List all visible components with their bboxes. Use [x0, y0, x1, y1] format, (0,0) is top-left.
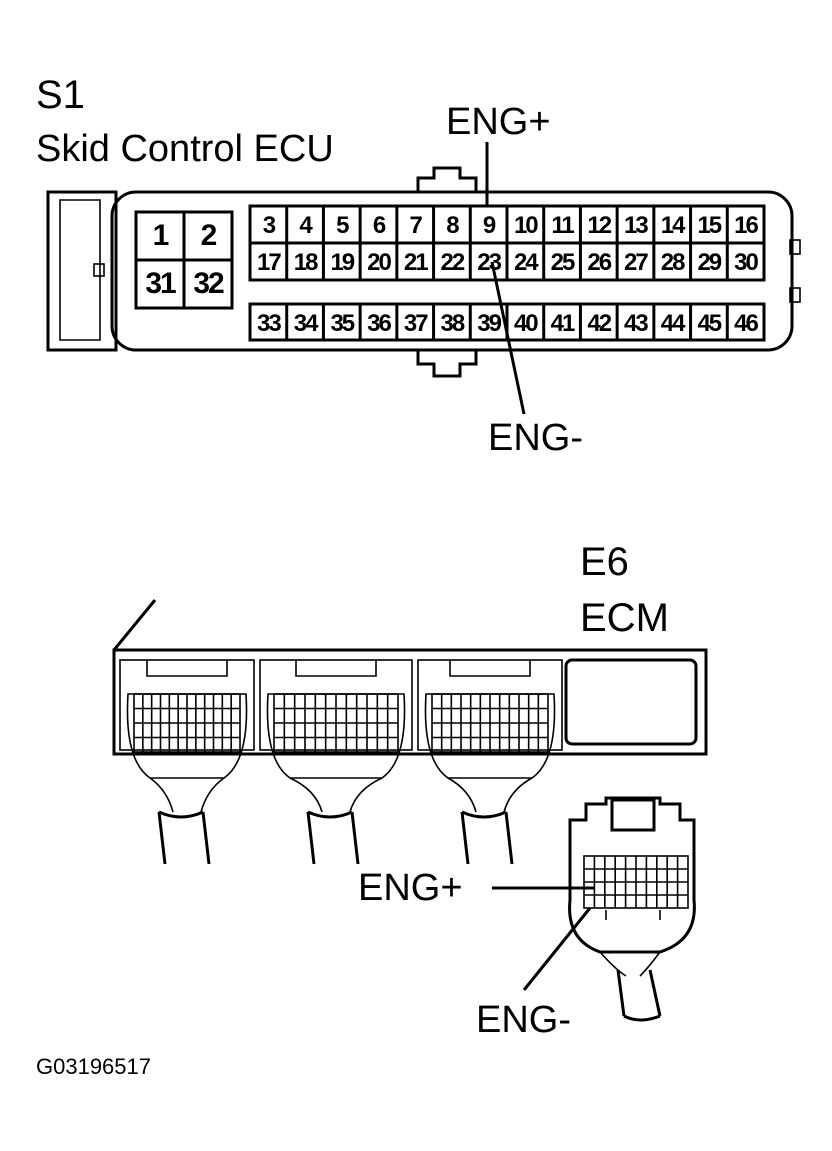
s1-pin-25: 25 [551, 249, 575, 276]
s1-pin-42: 42 [587, 310, 611, 337]
s1-pin-11: 11 [551, 212, 574, 239]
s1-pin-13: 13 [624, 212, 648, 239]
s1-pin-43: 43 [624, 310, 648, 337]
s1-eng-minus-leader [490, 261, 526, 415]
s1-pin-35: 35 [330, 310, 354, 337]
s1-pin-29: 29 [697, 249, 721, 276]
figure-id: G03196517 [36, 1054, 151, 1079]
s1-pin-19: 19 [330, 249, 354, 276]
s1-code: S1 [36, 73, 85, 117]
s1-pin-5: 5 [336, 212, 349, 239]
s1-pin-32: 32 [193, 267, 224, 300]
e6-eng-minus-label: ENG- [476, 999, 571, 1041]
s1-eng-plus-label: ENG+ [446, 101, 551, 143]
s1-pin-28: 28 [661, 249, 685, 276]
s1-pin-12: 12 [587, 212, 611, 239]
s1-pin-26: 26 [587, 249, 611, 276]
s1-pin-41: 41 [551, 310, 575, 337]
e6-ecm-body [112, 599, 708, 756]
s1-pin-3: 3 [263, 212, 276, 239]
s1-pin-45: 45 [697, 310, 721, 337]
s1-pin-7: 7 [410, 212, 423, 239]
s1-pin-16: 16 [734, 212, 758, 239]
ecm-connector-2 [259, 659, 413, 865]
s1-pin-6: 6 [373, 212, 386, 239]
s1-pin-46: 46 [734, 310, 758, 337]
s1-pin-34: 34 [294, 310, 319, 337]
s1-pin-1: 1 [153, 219, 169, 252]
s1-pin-23: 23 [477, 249, 501, 276]
s1-pin-37: 37 [404, 310, 428, 337]
s1-pin-20: 20 [367, 249, 391, 276]
e6-eng-plus-label: ENG+ [358, 867, 463, 909]
s1-pin-8: 8 [446, 212, 459, 239]
s1-pin-14: 14 [661, 212, 686, 239]
s1-name: Skid Control ECU [36, 128, 334, 170]
s1-pin-30: 30 [734, 249, 758, 276]
ecm-connector-1 [119, 659, 255, 865]
s1-pin-21: 21 [404, 249, 428, 276]
s1-pin-36: 36 [367, 310, 391, 337]
s1-pin-22: 22 [441, 249, 465, 276]
e6-ecm-connectors [119, 659, 563, 865]
s1-pin-4: 4 [299, 212, 313, 239]
s1-eng-minus-label: ENG- [488, 417, 583, 459]
s1-pin-39: 39 [477, 310, 501, 337]
s1-pin-18: 18 [294, 249, 318, 276]
s1-connector: 1 2 31 32 3 4 5 6 7 8 9 10 11 12 13 14 1… [46, 166, 801, 378]
s1-pin-31: 31 [145, 267, 176, 300]
e6-eng-minus-leader [522, 907, 592, 991]
s1-pin-24: 24 [514, 249, 539, 276]
s1-pin-17: 17 [257, 249, 281, 276]
e6-name: ECM [580, 596, 669, 640]
s1-pin-44: 44 [661, 310, 686, 337]
ecm-connector-3 [417, 659, 563, 865]
s1-pin-9: 9 [483, 212, 496, 239]
s1-pin-2: 2 [201, 219, 217, 252]
s1-pin-10: 10 [514, 212, 538, 239]
e6-harness-connector [568, 796, 696, 1022]
e6-code: E6 [580, 540, 629, 584]
s1-pin-38: 38 [441, 310, 465, 337]
s1-pin-15: 15 [697, 212, 721, 239]
s1-pin-33: 33 [257, 310, 281, 337]
s1-pin-27: 27 [624, 249, 648, 276]
s1-pin-40: 40 [514, 310, 538, 337]
